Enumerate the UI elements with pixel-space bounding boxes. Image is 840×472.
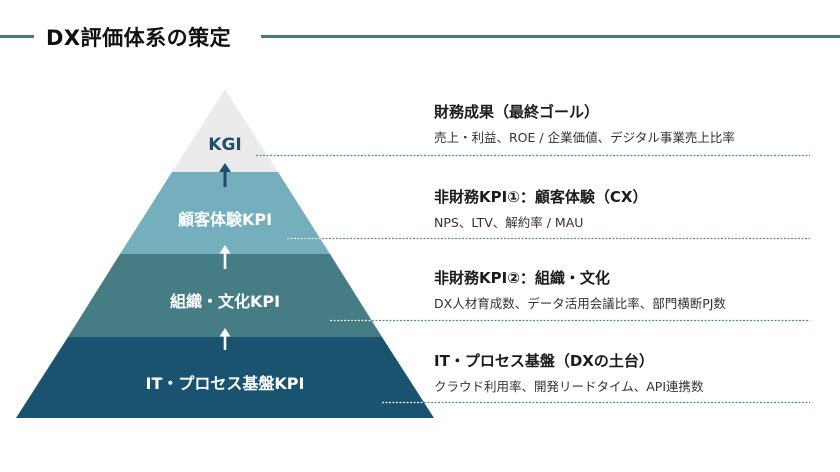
description-heading: 財務成果（最終ゴール）: [434, 103, 600, 121]
title-rule-right: [261, 35, 840, 38]
description-kgi: 財務成果（最終ゴール） 売上・利益、ROE / 企業価値、デジタル事業売上比率: [434, 101, 735, 146]
title-rule-left: [0, 35, 34, 38]
pyramid-label-org: 組織・文化KPI: [169, 292, 281, 311]
pyramid-label-kgi: KGI: [208, 135, 242, 155]
pyramid-level-org: [68, 254, 382, 337]
description-detail: NPS、LTV、解約率 / MAU: [434, 215, 584, 230]
description-detail: DX人材育成数、データ活用会議比率、部門横断PJ数: [434, 296, 726, 311]
description-org: 非財務KPI②：組織・文化 DX人材育成数、データ活用会議比率、部門横断PJ数: [434, 267, 726, 312]
pyramid-label-it: IT・プロセス基盤KPI: [145, 374, 305, 393]
arrow-up-icon: [219, 163, 231, 187]
description-heading: IT・プロセス基盤（DXの土台）: [434, 352, 654, 370]
description-detail: クラウド利用率、開発リードタイム、API連携数: [434, 379, 704, 394]
arrow-up-icon: [219, 328, 231, 350]
pyramid-level-cx: [120, 172, 330, 254]
pyramid-level-kgi: [172, 89, 278, 172]
arrow-up-icon: [219, 245, 231, 269]
description-heading: 非財務KPI②：組織・文化: [434, 269, 610, 287]
description-cx: 非財務KPI①：顧客体験（CX） NPS、LTV、解約率 / MAU: [434, 186, 647, 231]
description-it: IT・プロセス基盤（DXの土台） クラウド利用率、開発リードタイム、API連携数: [434, 350, 704, 395]
pyramid-level-it: [16, 337, 434, 418]
page-title: DX評価体系の策定: [46, 26, 232, 50]
description-heading: 非財務KPI①：顧客体験（CX）: [434, 188, 648, 206]
description-detail: 売上・利益、ROE / 企業価値、デジタル事業売上比率: [434, 130, 735, 145]
pyramid-label-cx: 顧客体験KPI: [177, 210, 273, 229]
